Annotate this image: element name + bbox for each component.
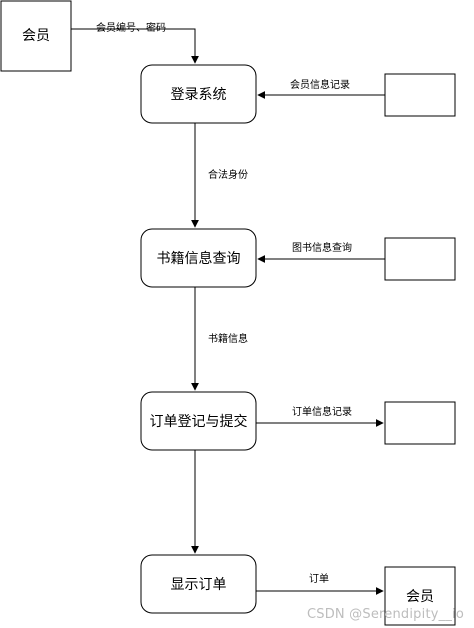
book-info-store[interactable]	[384, 237, 456, 281]
edge-show-to-member-label: 订单	[309, 573, 329, 585]
edge-store2-to-query-label: 图书信息查询	[292, 241, 352, 254]
csdn-watermark: CSDN @Serendipity__io	[306, 607, 464, 622]
edge-member-to-login-label: 会员编号、密码	[96, 21, 166, 34]
member-entity-top-label: 会员	[22, 28, 50, 44]
edge-member-to-login	[71, 28, 199, 64]
order-process-label: 订单登记与提交	[150, 413, 248, 430]
book-query-process-label: 书籍信息查询	[157, 250, 241, 267]
order-record-store[interactable]	[384, 401, 456, 445]
edge-login-to-query-label: 合法身份	[208, 168, 248, 181]
edge-store1-to-login-label: 会员信息记录	[290, 78, 350, 91]
show-order-process-label: 显示订单	[171, 577, 227, 593]
login-process-label: 登录系统	[171, 87, 227, 103]
member-info-store[interactable]	[384, 73, 456, 117]
book-query-process[interactable]: 书籍信息查询	[140, 228, 257, 288]
member-entity-bottom[interactable]: 会员	[384, 566, 456, 626]
login-process[interactable]: 登录系统	[140, 64, 257, 124]
edge-order-to-store3-label: 订单信息记录	[292, 405, 352, 418]
member-entity-top[interactable]: 会员	[0, 0, 72, 72]
member-entity-bottom-label: 会员	[406, 589, 434, 605]
edge-query-to-order-label: 书籍信息	[208, 332, 248, 345]
order-process[interactable]: 订单登记与提交	[140, 391, 257, 451]
show-order-process[interactable]: 显示订单	[140, 554, 257, 614]
